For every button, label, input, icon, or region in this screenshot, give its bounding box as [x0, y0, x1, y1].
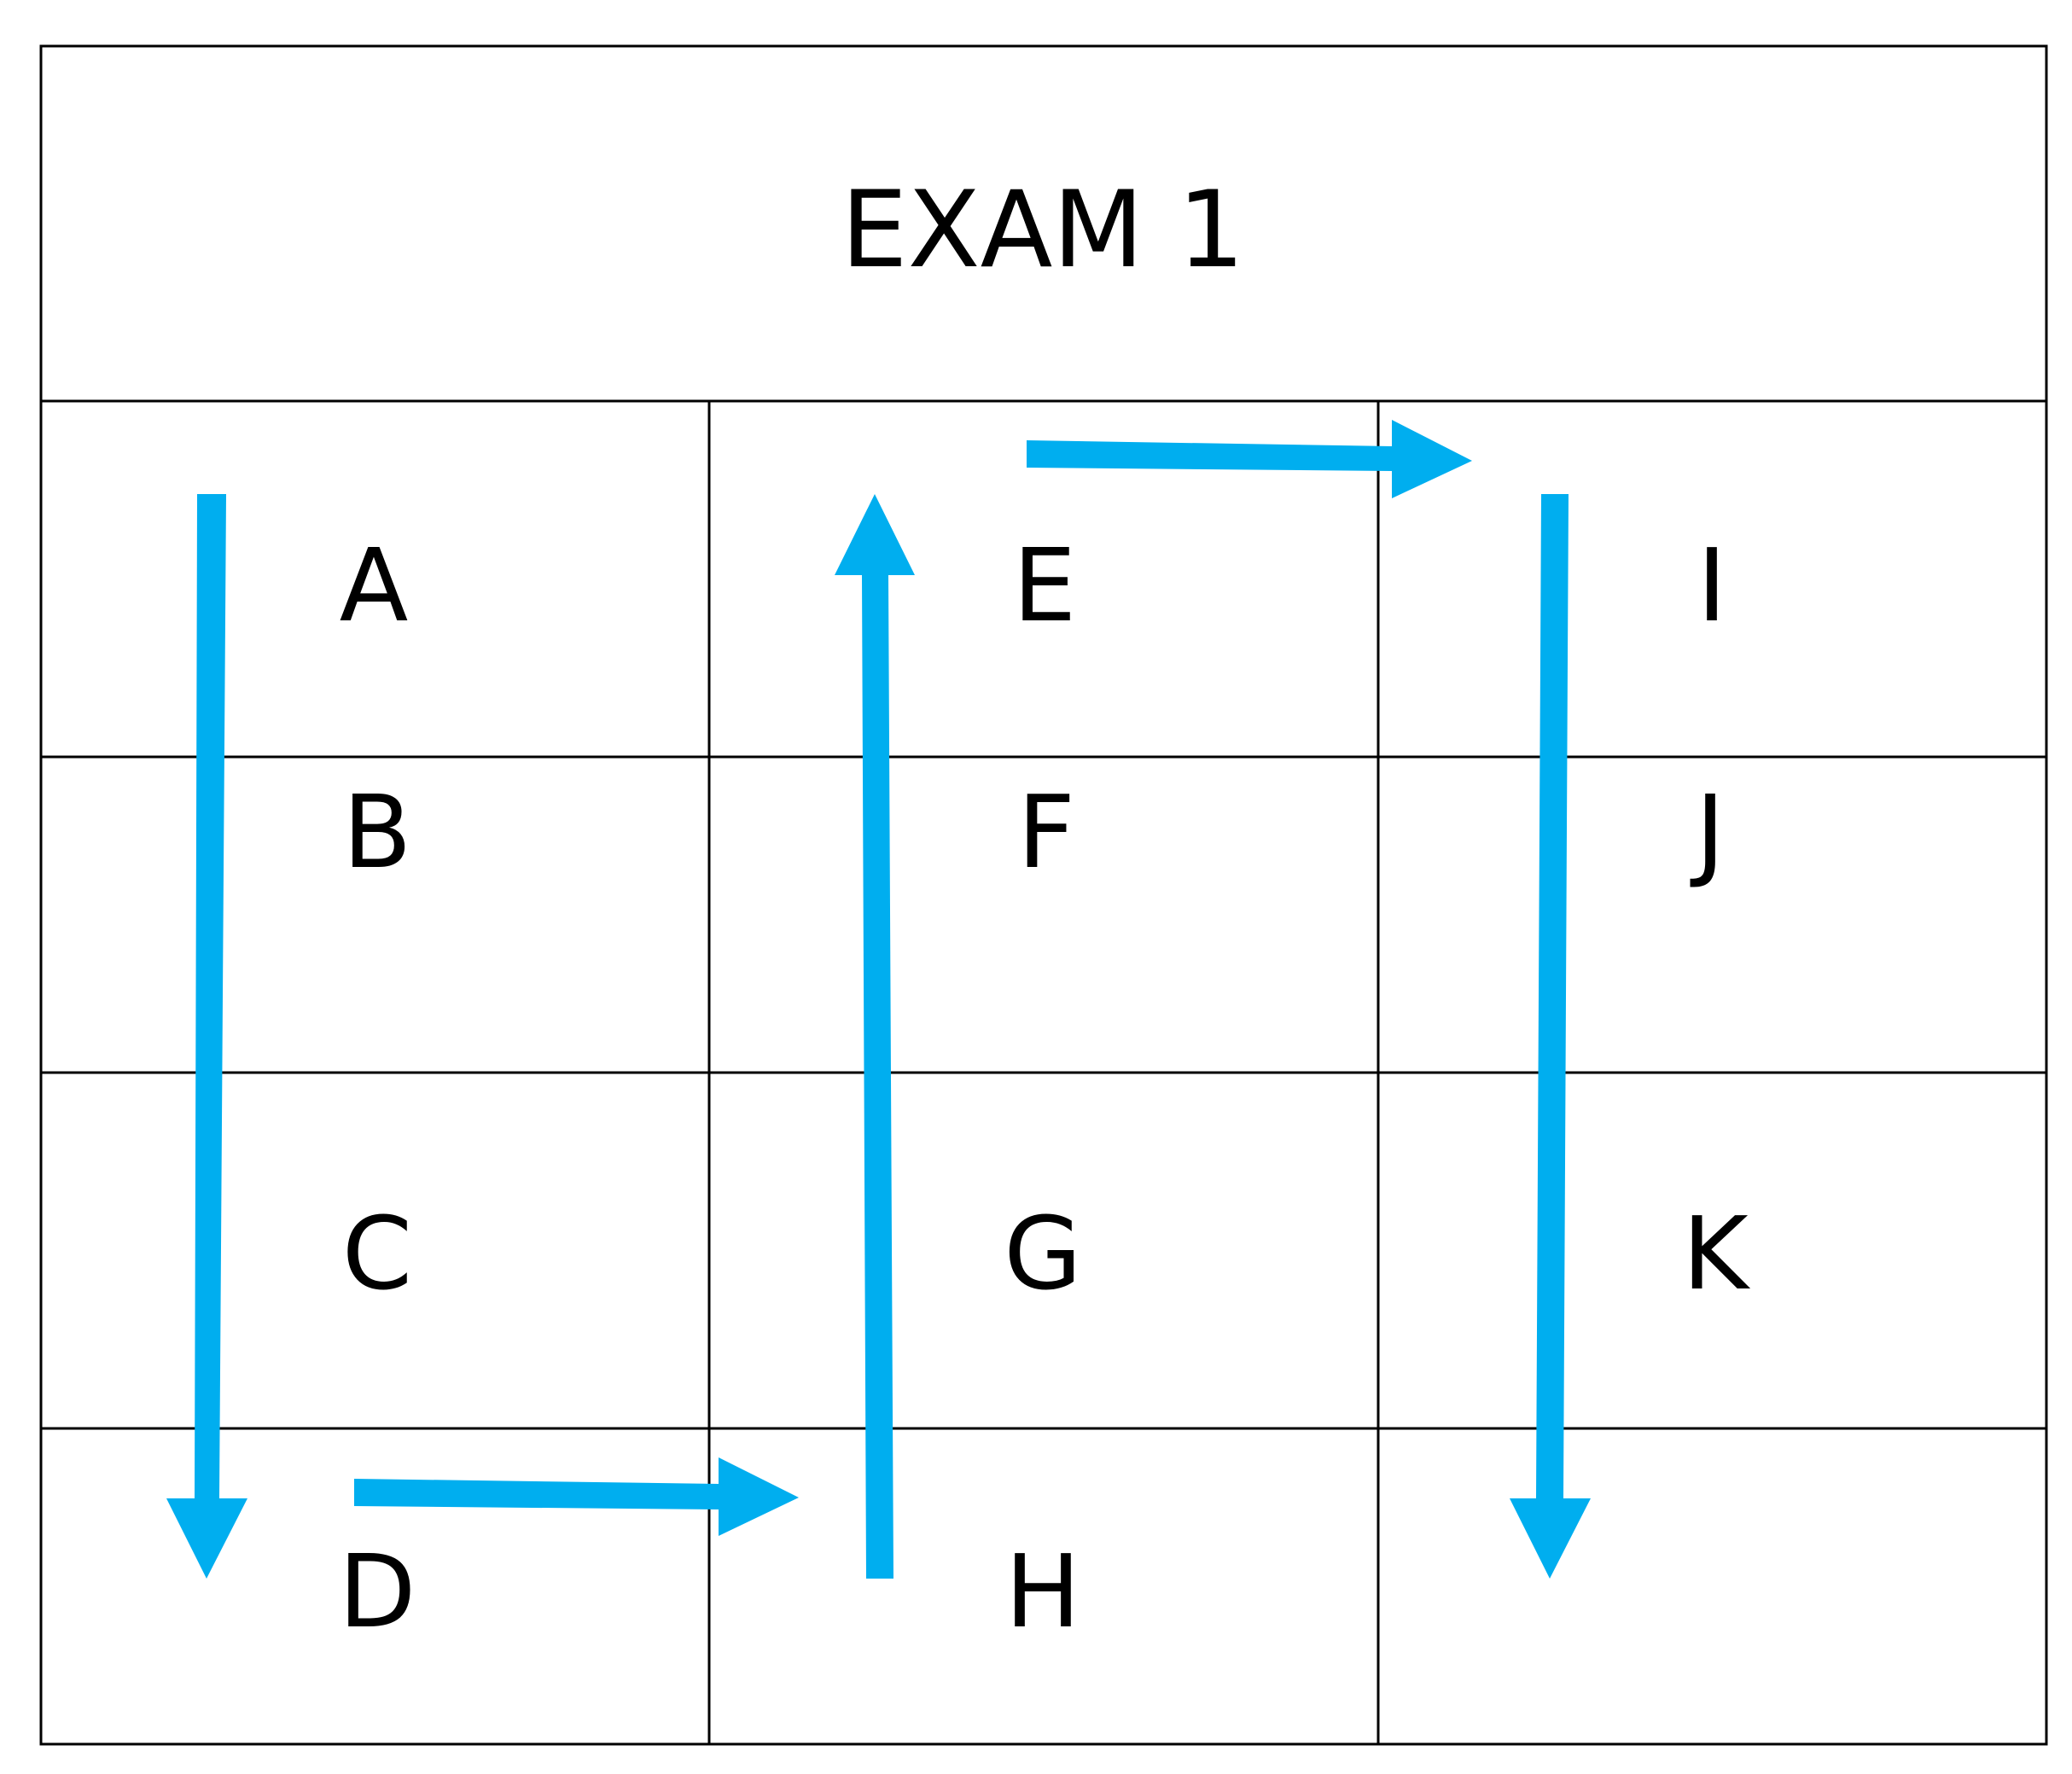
- seat-label-h: H: [1005, 1533, 1081, 1650]
- down-arrow-column-3: [1510, 494, 1591, 1579]
- seat-label-i: I: [1697, 526, 1727, 644]
- seat-label-j: J: [1690, 773, 1726, 891]
- seat-label-g: G: [1004, 1195, 1081, 1312]
- right-arrow-d-to-h: [354, 1457, 799, 1536]
- arrows-layer: [166, 420, 1591, 1579]
- up-arrow-column-2: [835, 494, 915, 1579]
- exam-title: EXAM 1: [841, 169, 1244, 292]
- seat-label-d: D: [339, 1533, 416, 1650]
- down-arrow-column-1: [166, 494, 247, 1579]
- seat-label-f: F: [1017, 773, 1075, 891]
- right-arrow-e-to-i: [1027, 420, 1472, 498]
- seat-label-a: A: [340, 526, 409, 644]
- seat-label-b: B: [343, 773, 412, 891]
- table-frame: [39, 44, 2048, 1746]
- seat-label-e: E: [1013, 526, 1077, 644]
- seat-label-k: K: [1682, 1195, 1750, 1312]
- seat-label-c: C: [342, 1195, 412, 1312]
